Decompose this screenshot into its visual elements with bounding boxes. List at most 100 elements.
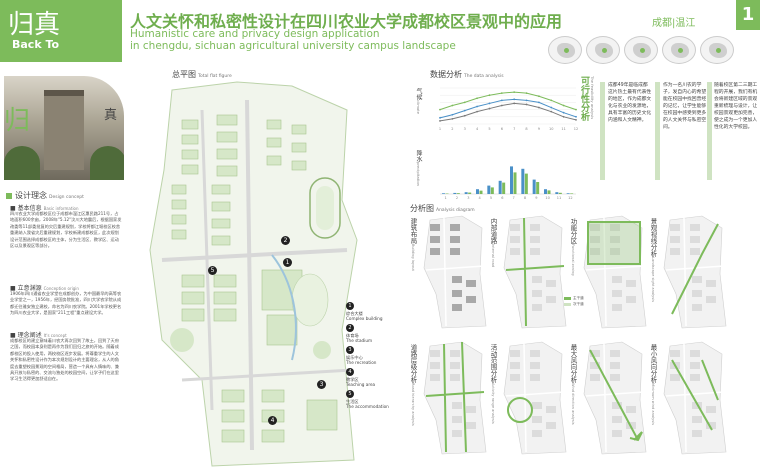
climate-x-tick: 3 — [464, 127, 466, 131]
climate-point — [575, 115, 577, 118]
climate-point — [525, 103, 528, 106]
precip-x-tick: 9 — [535, 196, 537, 200]
climate-point — [463, 114, 466, 117]
climate-point — [538, 106, 540, 109]
feasibility-title: 可行性分析 — [579, 76, 589, 121]
climate-point — [562, 111, 565, 114]
diagram-legend-main-road: 主干道 — [564, 296, 584, 301]
climate-point — [562, 104, 565, 107]
climate-x-tick: 1 — [439, 127, 441, 131]
climate-point — [476, 97, 478, 100]
climate-point — [500, 92, 503, 95]
precip-x-tick: 11 — [557, 196, 561, 200]
precip-x-tick: 12 — [568, 196, 572, 200]
diagram-title-3: 功能分区Functional zoning — [569, 218, 577, 276]
diagram-3 — [583, 215, 647, 329]
plan-marker-3: 3 — [317, 380, 326, 389]
climate-point — [513, 102, 516, 105]
diagram-title-7: 最大风向分析Wind direction analysis — [569, 344, 577, 425]
precipitation-label: 降水precipitation — [415, 150, 422, 186]
climate-point — [476, 105, 478, 108]
climate-point — [500, 99, 503, 102]
climate-x-tick: 9 — [538, 127, 540, 131]
location-map-icon — [586, 36, 620, 64]
climate-series-line — [439, 98, 577, 119]
feasibility-bar — [600, 82, 605, 180]
climate-point — [451, 117, 454, 120]
climate-point — [439, 120, 441, 122]
climate-point — [562, 115, 565, 118]
precip-x-tick: 2 — [456, 196, 458, 200]
concept-origin-text: 1906年四川通省农业学堂在成都创办，为中国最早的高等农业学堂之一，1956年，… — [10, 291, 122, 316]
climate-point — [538, 95, 540, 98]
precip-bar — [456, 193, 460, 194]
precip-bar — [558, 192, 562, 194]
climate-point — [463, 101, 466, 104]
basic-info-text: 四川农业大学成都校区位于成都市温江区惠民路211号，占地面积600余亩，2008… — [10, 211, 122, 249]
site-plan — [149, 81, 358, 467]
climate-series-line — [439, 91, 577, 111]
feasibility-text-1: 成都49年是临成都这片热土最有代表性的地区，作为成都文化与农业的发源地，具有丰富… — [608, 83, 652, 123]
climate-point — [575, 118, 577, 121]
precip-bar — [544, 189, 547, 194]
precip-x-tick: 6 — [501, 196, 503, 200]
climate-point — [488, 107, 491, 110]
page-title-en-line1: Humanistic care and privacy design appli… — [130, 28, 380, 40]
precip-x-tick: 5 — [490, 196, 492, 200]
precip-bar — [547, 190, 551, 194]
precip-x-tick: 4 — [479, 196, 482, 200]
precip-bar — [464, 192, 468, 194]
precip-x-tick: 7 — [513, 196, 515, 200]
page-title-en-line2: in chengdu, sichuan agricultural univers… — [130, 40, 456, 52]
precip-bar — [536, 182, 540, 194]
climate-x-tick: 7 — [513, 127, 515, 131]
location-map-icon — [548, 36, 582, 64]
plan-marker-5: 5 — [208, 266, 217, 275]
precip-x-tick: 1 — [445, 196, 447, 200]
climate-point — [538, 101, 540, 104]
page-number: 1 — [736, 0, 760, 30]
precip-x-tick: 8 — [524, 196, 526, 200]
diagram-5 — [423, 341, 487, 455]
precip-bar — [490, 187, 494, 194]
campus-photo — [4, 76, 124, 180]
precip-x-tick: 3 — [467, 196, 469, 200]
precip-bar — [521, 168, 525, 194]
climate-point — [488, 102, 491, 105]
precip-bar — [555, 192, 559, 194]
plan-marker-4: 4 — [268, 416, 277, 425]
climate-point — [513, 98, 516, 101]
precip-bar — [532, 179, 536, 194]
climate-x-tick: 4 — [476, 127, 479, 131]
climate-point — [476, 110, 478, 113]
precip-bar — [476, 189, 479, 194]
plan-marker-1: 1 — [283, 258, 292, 267]
climate-point — [439, 108, 441, 111]
precip-bar — [513, 172, 517, 194]
diagram-2 — [503, 215, 567, 329]
diagram-title-8: 最小风向分析Minimum wind analysis — [649, 344, 657, 425]
feasibility-text-2: 作为一名川农的学子，发自内心的希望能在校园中找回曾经的记忆，让学生能够在校园中感… — [663, 83, 707, 130]
climate-point — [500, 104, 503, 107]
concept-brief-text: 成都校区的建立意味着川农大再次回到了故土，回到了天府之国，而校园本身则是再作为我… — [10, 338, 119, 382]
diagram-legend-secondary-road: 次干道 — [564, 302, 584, 307]
page-title-zh: 人文关怀和私密性设计在四川农业大学成都校区景观中的应用 — [130, 12, 563, 31]
diagram-6 — [503, 341, 567, 455]
precip-bar — [498, 180, 502, 194]
diagram-8 — [663, 341, 727, 455]
climate-point — [575, 108, 577, 111]
precip-bar — [502, 182, 506, 194]
climate-x-tick: 8 — [525, 127, 527, 131]
precip-bar — [510, 166, 513, 194]
diagram-title-1: 建筑布局Building layout — [409, 218, 417, 271]
